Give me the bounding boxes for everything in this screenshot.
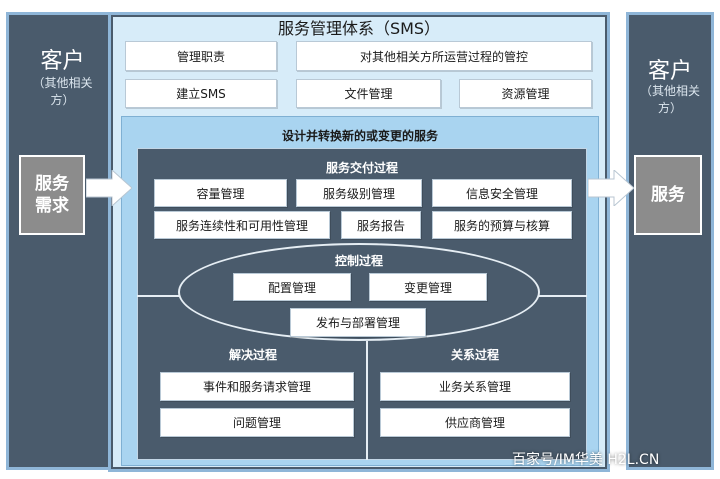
other-party-control-box: 对其他相关方所运营过程的管控 [296, 41, 592, 71]
service-delivery-title: 服务交付过程 [325, 161, 398, 175]
customer-right-panel: 客户 （其他相关 方） 服务 [626, 12, 714, 470]
customer-left-title: 客户 [40, 49, 85, 74]
service-arrow-icon [588, 170, 634, 206]
config-mgmt-box: 配置管理 [233, 273, 351, 301]
service-output-box: 服务 [634, 155, 702, 235]
customer-left-subtitle-2: 方） [50, 93, 75, 107]
request-arrow-icon [86, 170, 132, 206]
relationship-process-title: 关系过程 [450, 348, 499, 362]
supplier-mgmt-box: 供应商管理 [380, 408, 570, 437]
mgmt-responsibility-box: 管理职责 [125, 41, 277, 71]
release-deploy-mgmt-box: 发布与部署管理 [290, 308, 426, 337]
capacity-mgmt-box: 容量管理 [154, 179, 287, 207]
business-relationship-box: 业务关系管理 [380, 372, 570, 401]
control-process-title: 控制过程 [334, 254, 383, 268]
vertical-divider [366, 341, 368, 460]
resolution-process-title: 解决过程 [228, 348, 277, 362]
service-level-mgmt-box: 服务级别管理 [296, 179, 422, 207]
service-report-box: 服务报告 [341, 211, 421, 239]
customer-left-panel: 客户 （其他相关 方） 服务 需求 [6, 12, 119, 470]
service-request-line1: 服务 [35, 174, 69, 194]
continuity-availability-box: 服务连续性和可用性管理 [154, 211, 330, 239]
design-transition-title: 设计并转换新的或变更的服务 [281, 129, 438, 143]
problem-mgmt-box: 问题管理 [160, 408, 354, 437]
customer-right-title: 客户 [647, 59, 692, 84]
resource-mgmt-box: 资源管理 [459, 79, 592, 108]
customer-left-subtitle-1: （其他相关 [32, 76, 93, 90]
info-security-mgmt-box: 信息安全管理 [432, 179, 572, 207]
service-request-box: 服务 需求 [19, 155, 85, 235]
establish-sms-box: 建立SMS [125, 79, 277, 108]
watermark: 百家号/IM华美 H2L.CN [512, 452, 660, 468]
budget-accounting-box: 服务的预算与核算 [432, 211, 572, 239]
customer-right-subtitle-2: 方） [657, 101, 682, 115]
service-request-line2: 需求 [35, 196, 69, 216]
sms-title: 服务管理体系（SMS） [277, 19, 441, 38]
change-mgmt-box: 变更管理 [369, 273, 487, 301]
service-output-label: 服务 [651, 185, 685, 205]
customer-right-subtitle-1: （其他相关 [639, 84, 700, 98]
incident-request-mgmt-box: 事件和服务请求管理 [160, 372, 354, 401]
document-mgmt-box: 文件管理 [296, 79, 441, 108]
